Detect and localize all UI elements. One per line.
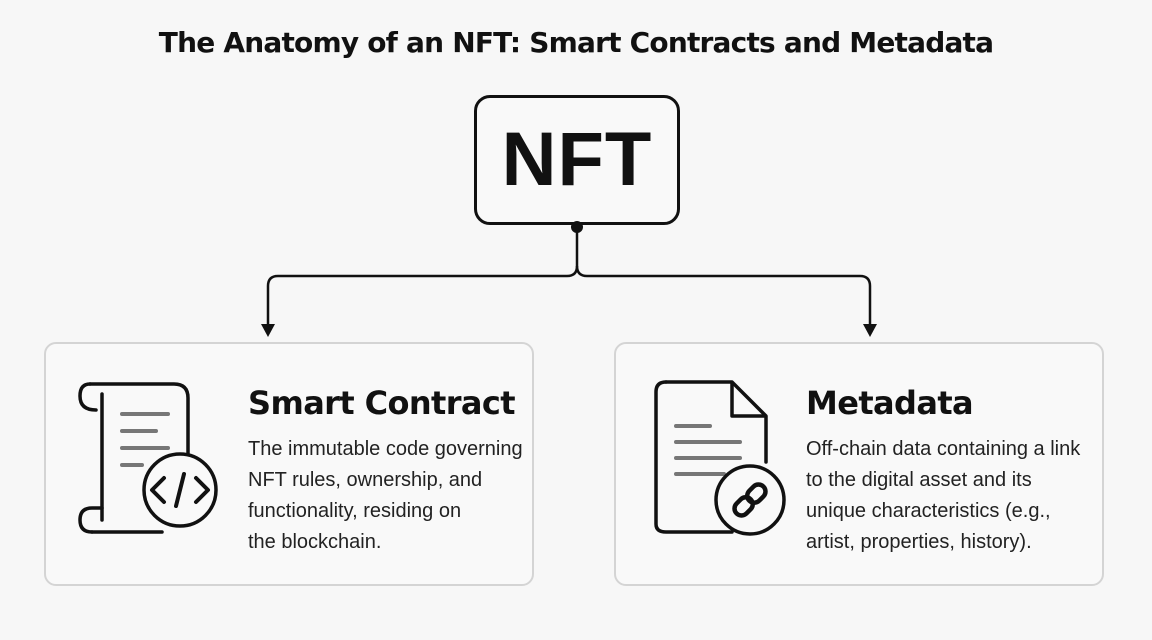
metadata-title: Metadata (806, 384, 974, 422)
smart-contract-title: Smart Contract (248, 384, 516, 422)
metadata-card: Metadata Off-chain data containing a lin… (614, 342, 1104, 586)
description-line: the blockchain. (248, 531, 382, 553)
smart-contract-card: Smart Contract The immutable code govern… (44, 342, 534, 586)
description-line: functionality, residing on (248, 500, 462, 522)
description-line: NFT rules, ownership, and (248, 469, 483, 491)
description-line: to the digital asset and its (806, 469, 1032, 491)
smart-contract-description: The immutable code governing NFT rules, … (248, 434, 548, 558)
arrowhead-right (863, 324, 877, 337)
connector-line-right (575, 265, 872, 326)
connector-line-left (266, 227, 579, 326)
arrowhead-left (261, 324, 275, 337)
description-line: artist, properties, history). (806, 531, 1032, 553)
nft-root-node: NFT (474, 95, 680, 225)
metadata-description: Off-chain data containing a link to the … (806, 434, 1106, 558)
description-line: Off-chain data containing a link (806, 438, 1081, 460)
scroll-code-icon (78, 382, 218, 534)
document-link-icon (654, 380, 786, 536)
diagram-title: The Anatomy of an NFT: Smart Contracts a… (158, 26, 994, 59)
description-line: The immutable code governing (248, 438, 523, 460)
description-line: unique characteristics (e.g., (806, 500, 1051, 522)
nft-root-label: NFT (501, 117, 653, 202)
